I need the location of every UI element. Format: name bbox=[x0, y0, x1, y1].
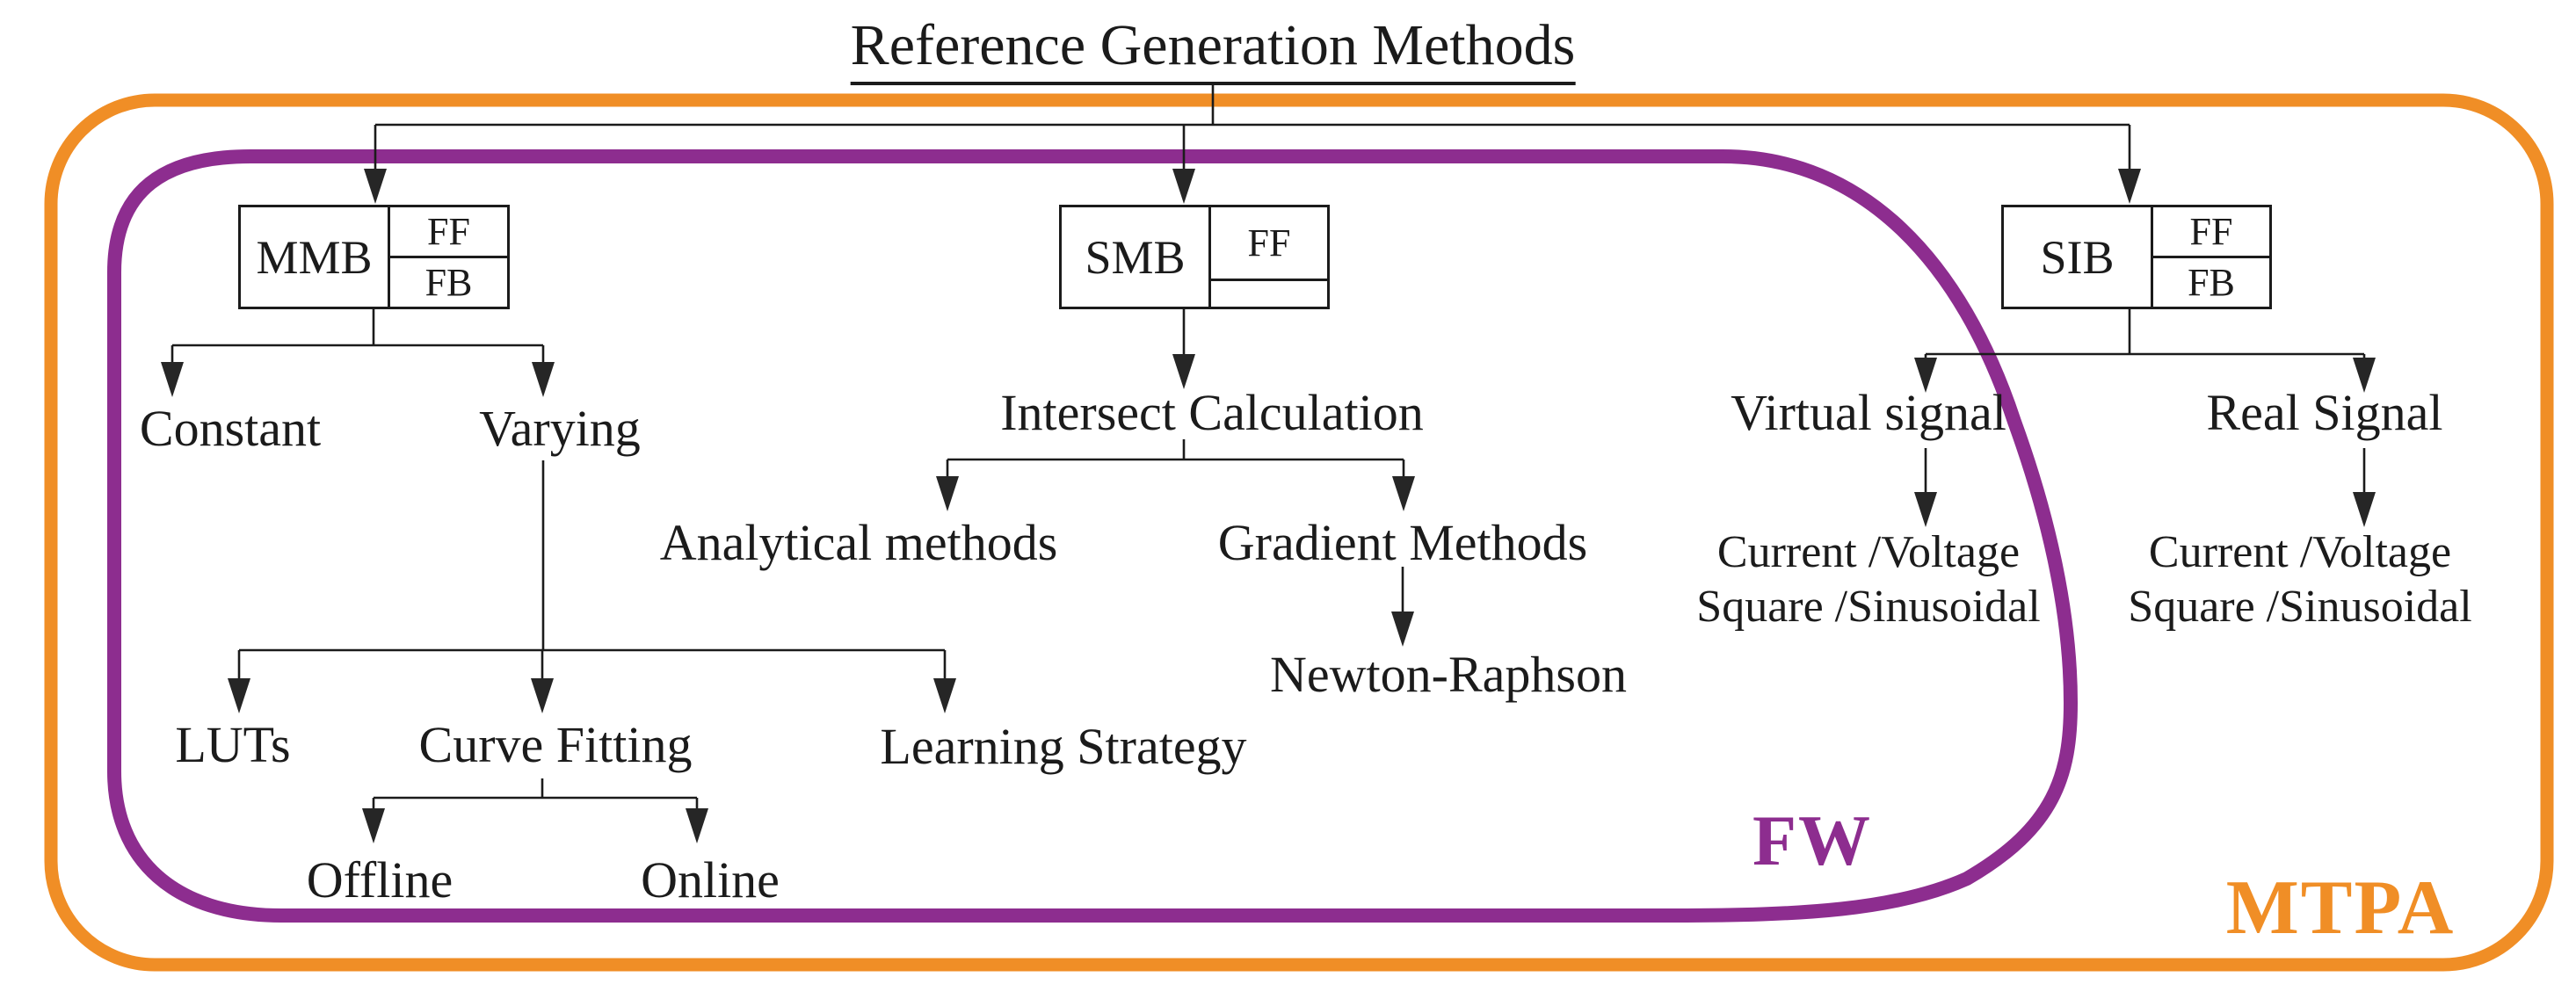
virtual-cv-line2: Square /Sinusoidal bbox=[1696, 582, 2041, 632]
node-virtual-signal: Virtual signal bbox=[1731, 384, 2006, 441]
real-signal-types: Current /Voltage Square /Sinusoidal bbox=[2128, 525, 2471, 634]
fw-region-outline bbox=[107, 149, 2079, 923]
node-newton-raphson: Newton-Raphson bbox=[1270, 646, 1627, 703]
mmb-box: MMB FF FB bbox=[238, 205, 510, 309]
smb-label: SMB bbox=[1062, 207, 1211, 307]
virtual-signal-types: Current /Voltage Square /Sinusoidal bbox=[1696, 525, 2040, 634]
node-constant: Constant bbox=[139, 400, 322, 457]
node-analytical-methods: Analytical methods bbox=[659, 514, 1058, 571]
smb-empty-cell bbox=[1211, 281, 1327, 308]
sib-ff-cell: FF bbox=[2153, 207, 2269, 258]
node-online: Online bbox=[641, 851, 780, 908]
node-real-signal: Real Signal bbox=[2206, 384, 2443, 441]
sib-box: SIB FF FB bbox=[2001, 205, 2272, 309]
mmb-label: MMB bbox=[241, 207, 390, 307]
mtpa-region-label: MTPA bbox=[2225, 865, 2456, 951]
diagram-title: Reference Generation Methods bbox=[850, 13, 1576, 85]
node-curve-fitting: Curve Fitting bbox=[418, 716, 693, 773]
real-cv-line1: Current /Voltage bbox=[2148, 527, 2452, 577]
node-intersect-calculation: Intersect Calculation bbox=[1000, 384, 1424, 441]
node-varying: Varying bbox=[479, 400, 641, 457]
mmb-ff-cell: FF bbox=[390, 207, 507, 258]
sib-fb-cell: FB bbox=[2188, 261, 2235, 304]
smb-box: SMB FF bbox=[1059, 205, 1330, 309]
mtpa-region-outline bbox=[44, 93, 2554, 972]
node-offline: Offline bbox=[306, 851, 454, 908]
virtual-cv-line1: Current /Voltage bbox=[1716, 527, 2021, 577]
fw-region-label: FW bbox=[1752, 800, 1873, 880]
arrowheads bbox=[161, 169, 2376, 843]
node-luts: LUTs bbox=[175, 716, 291, 773]
node-learning-strategy: Learning Strategy bbox=[880, 718, 1247, 775]
sib-label: SIB bbox=[2004, 207, 2153, 307]
real-cv-line2: Square /Sinusoidal bbox=[2128, 582, 2472, 632]
node-gradient-methods: Gradient Methods bbox=[1217, 514, 1588, 571]
smb-ff-cell: FF bbox=[1211, 207, 1327, 281]
mmb-fb-cell: FB bbox=[424, 261, 473, 304]
